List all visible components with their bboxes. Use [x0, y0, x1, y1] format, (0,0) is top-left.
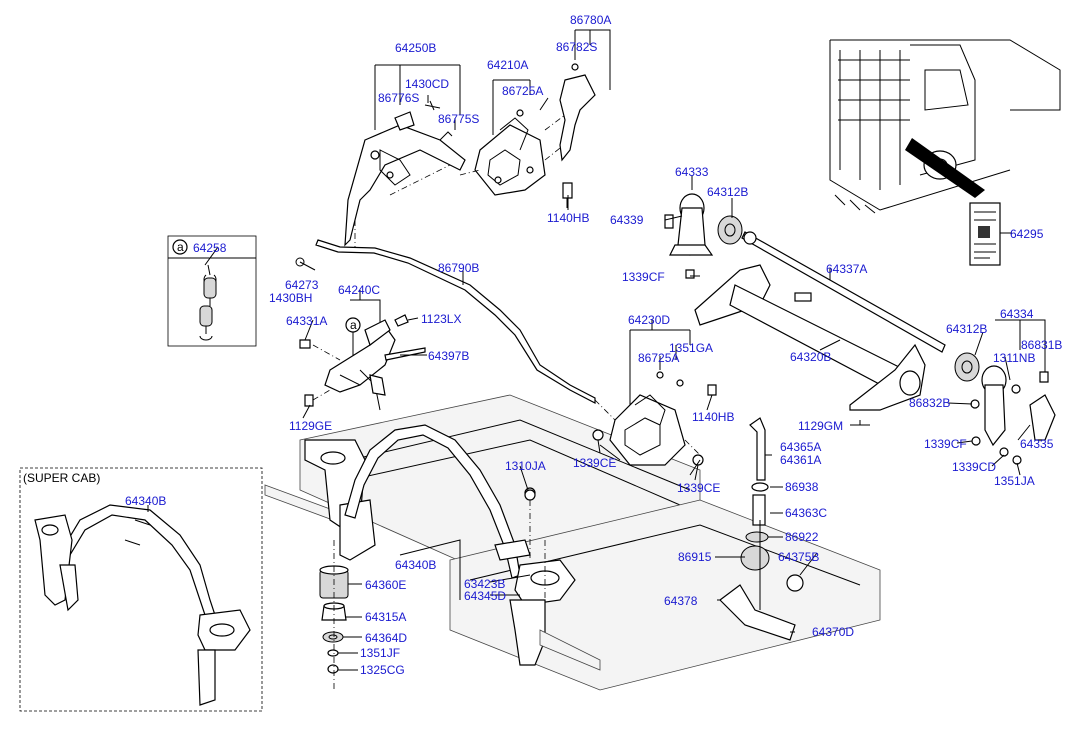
part-label-86725A-lower[interactable]: 86725A [638, 351, 679, 365]
part-label-1430CD[interactable]: 1430CD [405, 77, 449, 91]
part-label-86776S[interactable]: 86776S [378, 91, 419, 105]
crossmember-64320B [694, 231, 946, 425]
part-label-86775S[interactable]: 86775S [438, 112, 479, 126]
winch-64230D [524, 329, 717, 501]
super-cab-inset [19, 467, 263, 712]
part-label-1129GM[interactable]: 1129GM [798, 419, 843, 433]
part-label-86832B[interactable]: 86832B [909, 396, 950, 410]
part-label-64335[interactable]: 64335 [1020, 437, 1054, 451]
mount-stack-right [719, 417, 804, 641]
part-label-1339CF-right[interactable]: 1339CF [924, 437, 967, 451]
part-label-64397B[interactable]: 64397B [428, 349, 469, 363]
part-label-64320B[interactable]: 64320B [790, 350, 831, 364]
part-label-64315A[interactable]: 64315A [365, 610, 406, 624]
part-label-64363C[interactable]: 64363C [785, 506, 827, 520]
part-label-1339CE-right[interactable]: 1339CE [677, 481, 720, 495]
part-label-1325CG[interactable]: 1325CG [360, 663, 405, 677]
part-label-64340B-supercab[interactable]: 64340B [125, 494, 166, 508]
part-label-64334[interactable]: 64334 [1000, 307, 1034, 321]
part-label-86922[interactable]: 86922 [785, 530, 819, 544]
part-label-64230D[interactable]: 64230D [628, 313, 670, 327]
part-label-64375B[interactable]: 64375B [778, 550, 819, 564]
rod-86790B [295, 239, 596, 404]
mount-stack-left [319, 540, 349, 690]
part-label-64340B[interactable]: 64340B [395, 558, 436, 572]
circle-a-label: a [177, 240, 184, 254]
part-label-64210A[interactable]: 64210A [487, 58, 528, 72]
part-label-64337A[interactable]: 64337A [826, 262, 867, 276]
part-label-64312B[interactable]: 64312B [707, 185, 748, 199]
part-label-64333[interactable]: 64333 [675, 165, 709, 179]
part-label-1351GA[interactable]: 1351GA [669, 341, 713, 355]
part-label-64258[interactable]: 64258 [193, 241, 227, 255]
handle-86780A [544, 29, 611, 162]
part-label-64240C[interactable]: 64240C [338, 283, 380, 297]
part-label-64364D[interactable]: 64364D [365, 631, 407, 645]
part-label-64331A[interactable]: 64331A [286, 314, 327, 328]
part-label-64273[interactable]: 64273 [285, 278, 319, 292]
super-cab-label: (SUPER CAB) [23, 471, 100, 485]
part-label-86831B[interactable]: 86831B [1021, 338, 1062, 352]
bracket-64250B [344, 64, 466, 250]
part-label-86915[interactable]: 86915 [678, 550, 712, 564]
bracket-64240C [299, 299, 426, 411]
part-label-86780A[interactable]: 86780A [570, 13, 611, 27]
part-label-1339CD[interactable]: 1339CD [952, 460, 996, 474]
circle-a-marker: a [350, 318, 357, 332]
part-label-1351JA[interactable]: 1351JA [994, 474, 1035, 488]
part-label-64370D[interactable]: 64370D [812, 625, 854, 639]
part-label-64250B[interactable]: 64250B [395, 41, 436, 55]
part-label-86782S[interactable]: 86782S [556, 40, 597, 54]
part-label-64295[interactable]: 64295 [1010, 227, 1044, 241]
part-label-1430BH[interactable]: 1430BH [269, 291, 312, 305]
leader-lines [147, 95, 1046, 671]
part-label-64339[interactable]: 64339 [610, 213, 644, 227]
part-label-64345D[interactable]: 64345D [464, 589, 506, 603]
part-label-86938[interactable]: 86938 [785, 480, 819, 494]
part-label-86790B[interactable]: 86790B [438, 261, 479, 275]
part-label-86725A[interactable]: 86725A [502, 84, 543, 98]
part-label-64360E[interactable]: 64360E [365, 578, 406, 592]
detail-box-64258 [167, 235, 257, 347]
label-sticker [969, 202, 1012, 266]
part-label-1123LX[interactable]: 1123LX [421, 312, 461, 326]
part-labels: 86780A 86782S 64250B 1430CD 86776S 86775… [23, 13, 1062, 677]
part-label-64365A[interactable]: 64365A [780, 440, 821, 454]
part-label-1339CE[interactable]: 1339CE [573, 456, 616, 470]
part-label-64361A[interactable]: 64361A [780, 453, 821, 467]
part-label-64312B-right[interactable]: 64312B [946, 322, 987, 336]
part-label-64378[interactable]: 64378 [664, 594, 698, 608]
part-label-1140HB[interactable]: 1140HB [547, 211, 589, 225]
winch-64210A [459, 79, 573, 208]
bracket-64334 [860, 319, 1056, 465]
truck-illustration [829, 39, 1061, 214]
part-label-1140HB-lower[interactable]: 1140HB [692, 410, 734, 424]
part-label-63423B[interactable]: 63423B [464, 577, 505, 591]
part-label-1129GE[interactable]: 1129GE [289, 419, 332, 433]
part-label-1310JA[interactable]: 1310JA [505, 459, 546, 473]
rollbar-64340B [344, 424, 601, 671]
part-label-1339CF[interactable]: 1339CF [622, 270, 665, 284]
part-label-1351JF[interactable]: 1351JF [360, 646, 400, 660]
bracket-64333 [664, 193, 743, 279]
part-label-1311NB[interactable]: 1311NB [993, 351, 1035, 365]
